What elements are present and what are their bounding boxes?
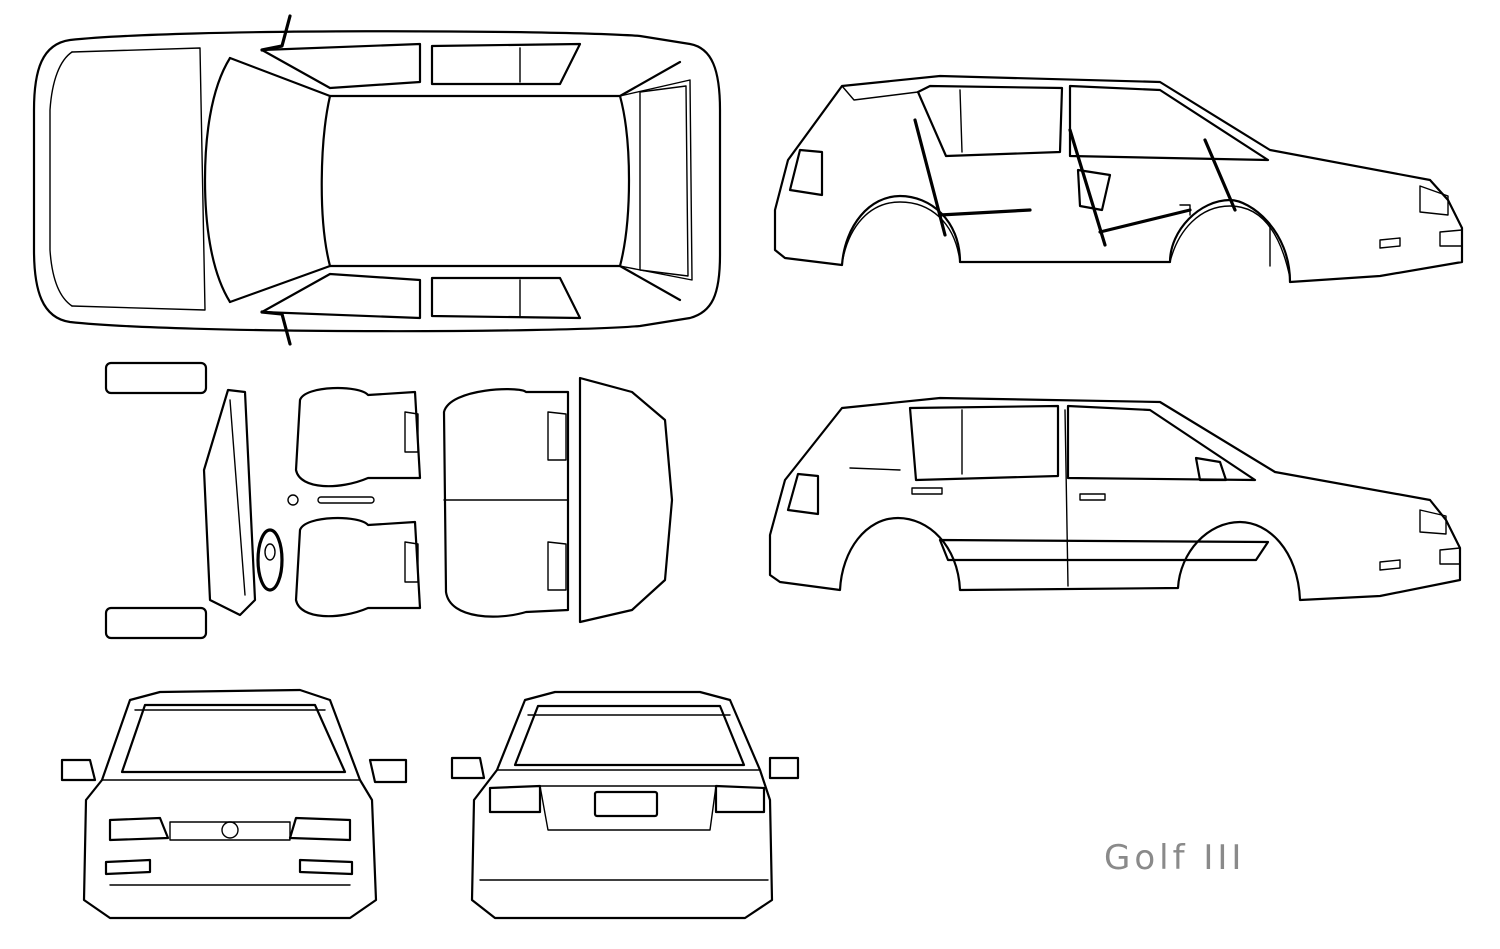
- interior-parts: [104, 361, 674, 640]
- side-view-exterior: [768, 396, 1462, 602]
- rear-view: [450, 690, 800, 920]
- drawing-caption: Golf III: [1104, 838, 1246, 878]
- side-view-interior: [773, 74, 1464, 284]
- top-view: [32, 14, 722, 346]
- front-view: [60, 688, 408, 920]
